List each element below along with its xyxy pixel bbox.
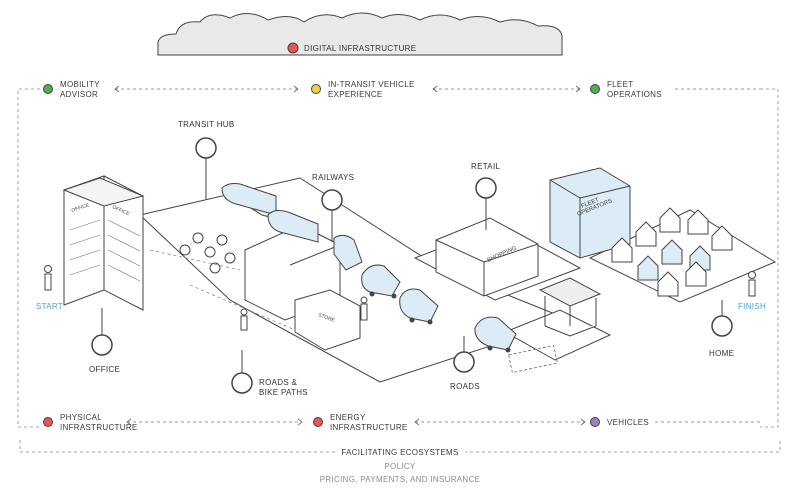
fleet-operations-status-dot xyxy=(590,84,600,94)
store-block xyxy=(294,289,361,351)
office-windows xyxy=(69,219,141,282)
fleet-operations-label: FLEET OPERATIONS xyxy=(607,80,662,100)
physical-infrastructure-line1: PHYSICAL xyxy=(60,413,102,422)
mobility-advisor-status-dot xyxy=(43,84,53,94)
fleet-operations-line1: FLEET xyxy=(607,80,634,89)
in-transit-label: IN-TRANSIT VEHICLE EXPERIENCE xyxy=(328,80,415,100)
energy-infrastructure-status-dot xyxy=(313,417,323,427)
energy-infrastructure-line1: ENERGY xyxy=(330,413,366,422)
people-figures xyxy=(44,265,756,331)
label-connectors xyxy=(115,88,760,423)
start-label: START xyxy=(36,302,63,311)
energy-infrastructure-label: ENERGY INFRASTRUCTURE xyxy=(330,413,408,433)
vehicles-status-dot xyxy=(590,417,600,427)
header-title: DIGITAL INFRASTRUCTURE xyxy=(304,44,416,53)
bike-rack xyxy=(179,232,236,274)
label-office: OFFICE xyxy=(89,365,120,374)
shopping-building xyxy=(435,217,539,297)
car-wheels xyxy=(369,291,511,353)
office-sign-left: OFFICE xyxy=(71,202,91,214)
mobility-advisor-line1: MOBILITY xyxy=(60,80,100,89)
fleet-operations-line2: OPERATIONS xyxy=(607,90,662,99)
in-transit-line1: IN-TRANSIT VEHICLE xyxy=(328,80,415,89)
mobility-advisor-label: MOBILITY ADVISOR xyxy=(60,80,100,100)
in-transit-status-dot xyxy=(311,84,321,94)
fleet-operators-building xyxy=(549,167,631,259)
autonomous-cars xyxy=(361,264,517,351)
label-roads-bike-2: BIKE PATHS xyxy=(259,388,308,397)
mobility-advisor-line2: ADVISOR xyxy=(60,90,99,99)
houses xyxy=(611,207,733,297)
retail-kiosk xyxy=(538,277,602,337)
physical-infrastructure-line2: INFRASTRUCTURE xyxy=(60,423,138,432)
in-transit-line2: EXPERIENCE xyxy=(328,90,383,99)
cloud-banner xyxy=(157,12,563,56)
label-railways: RAILWAYS xyxy=(312,173,354,182)
footer-policy: POLICY xyxy=(384,462,416,471)
label-roads: ROADS xyxy=(450,382,480,391)
label-store: STORE xyxy=(317,312,336,324)
label-transit-hub: TRANSIT HUB xyxy=(178,120,235,129)
train-cars xyxy=(221,183,363,271)
label-retail: RETAIL xyxy=(471,162,500,171)
physical-infrastructure-label: PHYSICAL INFRASTRUCTURE xyxy=(60,413,138,433)
label-roads-bike-1: ROADS & xyxy=(259,378,297,387)
vehicles-line1: VEHICLES xyxy=(607,418,649,427)
label-home: HOME xyxy=(709,349,734,358)
energy-infrastructure-line2: INFRASTRUCTURE xyxy=(330,423,408,432)
header-status-dot xyxy=(287,42,299,54)
vehicles-label: VEHICLES xyxy=(607,418,649,428)
connector-arrowheads xyxy=(114,85,586,426)
physical-infrastructure-status-dot xyxy=(43,417,53,427)
footer-title: FACILITATING ECOSYSTEMS xyxy=(335,448,465,457)
location-pins xyxy=(91,137,733,394)
finish-label: FINISH xyxy=(738,302,766,311)
footer-pricing: PRICING, PAYMENTS, AND INSURANCE xyxy=(319,475,481,484)
